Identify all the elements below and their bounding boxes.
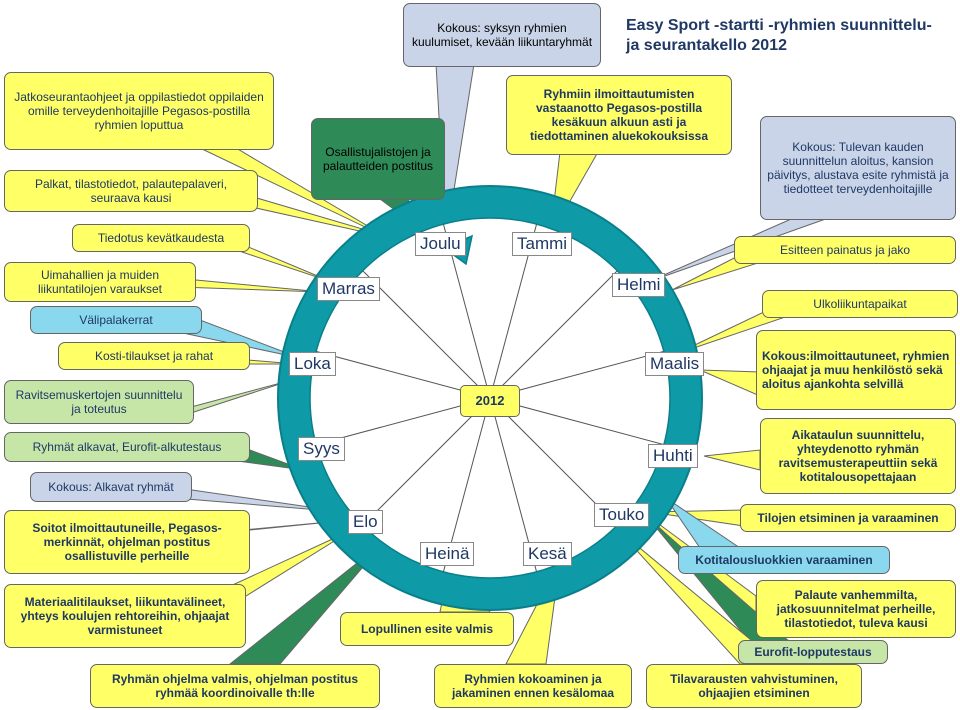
box-tilavaraukset: Tilavarausten vahvistuminen, ohjaajien e… [646,664,862,708]
page-title: Easy Sport -startti -ryhmien suunnittelu… [626,17,932,54]
box-esitteen-painatus: Esitteen painatus ja jako [734,236,956,264]
box-kokous-alkavat: Kokous: Alkavat ryhmät [30,472,192,502]
callout-pointer [703,449,761,471]
box-palaute: Palaute vanhemmilta, jatkosuunnitelmat p… [756,580,956,638]
month-elo: Elo [348,510,383,534]
box-kotitalousluokat: Kotitalousluokkien varaaminen [678,546,890,574]
wheel-spoke [362,397,491,526]
box-valipalakerrat: Välipalakerrat [30,306,202,334]
box-tiedotus: Tiedotus kevätkaudesta [72,224,250,252]
box-jatkoseuranta: Jatkoseurantaohjeet ja oppilastiedot opp… [4,72,274,150]
wheel-spoke [362,270,491,399]
month-marras: Marras [317,277,380,301]
box-ryhmat-alkavat: Ryhmät alkavat, Eurofit-alkutestaus [4,432,250,462]
box-kokous-syksy: Kokous: syksyn ryhmien kuulumiset, kevää… [403,3,601,67]
month-kesa: Kesä [523,542,572,566]
box-kokoaminen: Ryhmien kokoaminen ja jakaminen ennen ke… [434,664,632,708]
box-palkat: Palkat, tilastotiedot, palautepalaveri, … [4,170,258,212]
wheel-spoke [489,270,618,399]
box-lopullinen-esite: Lopullinen esite valmis [340,612,514,646]
box-kosti: Kosti-tilaukset ja rahat [58,342,250,370]
box-ohjelma-valmis: Ryhmän ohjelma valmis, ohjelman postitus… [90,664,380,708]
box-ilmoittautumiset: Ryhmiin ilmoittautumisten vastaanotto Pe… [506,75,732,155]
month-joulu: Joulu [415,232,466,256]
box-ulkoliikuntapaikat: Ulkoliikuntapaikat [762,290,958,318]
callout-pointer [699,369,761,397]
box-materiaalitilaukset: Materiaalitilaukset, liikuntavälineet, y… [4,584,246,648]
month-maalis: Maalis [645,352,705,376]
box-ravitsemus: Ravitsemuskertojen suunnittelu ja toteut… [4,380,194,424]
box-kokous-ilmoittautuneet: Kokous:ilmoittautuneet, ryhmien ohjaajat… [756,330,956,410]
month-touko: Touko [594,503,650,527]
box-aikataulu: Aikataulun suunnittelu, yhteydenotto ryh… [760,418,956,494]
box-soitot: Soitot ilmoittautuneille, Pegasos-merkin… [4,510,250,574]
box-tilojen-etsiminen: Tilojen etsiminen ja varaaminen [740,504,956,532]
box-kokous-tuleva: Kokous: Tulevan kauden suunnittelun aloi… [760,116,956,220]
center-year-label: 2012 [460,385,520,417]
month-helmi: Helmi [612,273,666,297]
month-loka: Loka [289,352,336,376]
box-uimahallit: Uimahallien ja muiden liikuntatilojen va… [4,262,196,302]
box-osallistujalistat: Osallistujalistojen ja palautteiden post… [311,118,445,200]
month-tammi: Tammi [512,232,573,256]
month-heina: Heinä [420,542,475,566]
month-huhti: Huhti [648,444,698,468]
month-syys: Syys [298,437,345,461]
box-eurofit-loppu: Eurofit-lopputestaus [738,640,888,664]
